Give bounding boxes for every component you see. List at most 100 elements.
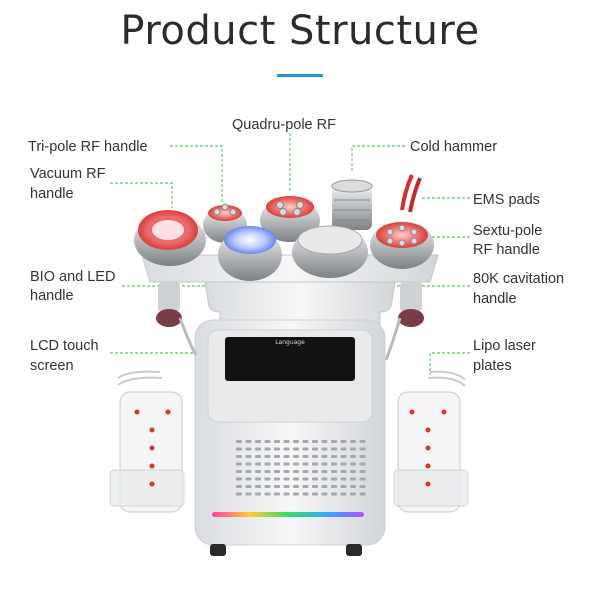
vent-hole: [293, 462, 299, 466]
vent-hole: [340, 447, 347, 451]
vent-hole: [331, 477, 337, 481]
vent-hole: [293, 485, 299, 488]
vent-hole: [302, 485, 309, 488]
vent-hole: [340, 492, 347, 496]
vent-hole: [321, 462, 328, 466]
vent-hole: [321, 470, 328, 473]
vent-hole: [302, 462, 309, 466]
vent-hole: [312, 470, 318, 473]
vent-hole: [350, 462, 356, 466]
label-tri-pole: Tri-pole RF handle: [28, 139, 148, 155]
vent-hole: [302, 455, 309, 458]
label-cold-hammer: Cold hammer: [410, 139, 498, 155]
vent-hole: [293, 455, 299, 458]
vent-hole: [245, 440, 252, 443]
screen-language-title: Language: [275, 339, 305, 346]
vent-hole: [321, 440, 328, 443]
vent-hole: [264, 447, 271, 451]
label-bio-led-line2: handle: [30, 288, 74, 304]
vent-hole: [293, 470, 299, 473]
vent-hole: [293, 477, 299, 481]
vent-hole: [359, 455, 366, 458]
vent-hole: [274, 447, 280, 451]
vent-hole: [302, 447, 309, 451]
vent-hole: [340, 455, 347, 458]
vent-hole: [321, 447, 328, 451]
vent-hole: [283, 447, 290, 451]
vent-hole: [312, 477, 318, 481]
cold-hammer-handle: [331, 179, 373, 230]
vent-hole: [245, 485, 252, 488]
vent-hole: [236, 455, 242, 458]
vent-hole: [245, 462, 252, 466]
vent-hole: [321, 492, 328, 496]
vent-hole: [283, 440, 290, 443]
vent-hole: [331, 492, 337, 496]
title-underline: [277, 74, 323, 77]
vent-hole: [255, 447, 261, 451]
label-cavitation-line1: 80K cavitation: [473, 271, 565, 287]
vent-hole: [283, 477, 290, 481]
vent-hole: [255, 477, 261, 481]
label-lipo-line2: plates: [473, 358, 512, 374]
vent-hole: [340, 485, 347, 488]
vent-hole: [331, 455, 337, 458]
vent-hole: [350, 455, 356, 458]
vent-hole: [312, 485, 318, 488]
vent-hole: [312, 455, 318, 458]
vent-hole: [236, 440, 242, 443]
lcd-touch-screen[interactable]: Language: [225, 337, 355, 381]
led-strip: [212, 512, 364, 517]
label-bio-led-line1: BIO and LED: [30, 269, 116, 285]
vent-hole: [312, 447, 318, 451]
vent-hole: [274, 477, 280, 481]
vent-hole: [312, 492, 318, 496]
label-vacuum-rf-line1: Vacuum RF: [30, 166, 106, 182]
vent-hole: [264, 492, 271, 496]
vent-hole: [359, 470, 366, 473]
vent-hole: [350, 440, 356, 443]
vent-hole: [359, 447, 366, 451]
vent-hole: [331, 485, 337, 488]
vent-hole: [340, 462, 347, 466]
page-title: Product Structure: [120, 8, 480, 54]
vent-hole: [283, 455, 290, 458]
vent-hole: [283, 485, 290, 488]
label-lcd-line1: LCD touch: [30, 338, 99, 354]
vent-hole: [331, 470, 337, 473]
vent-hole: [302, 440, 309, 443]
vent-hole: [331, 440, 337, 443]
vent-hole: [264, 462, 271, 466]
vent-hole: [255, 462, 261, 466]
vent-hole: [245, 492, 252, 496]
label-vacuum-rf-line2: handle: [30, 186, 74, 202]
bio-led-handle: [218, 226, 282, 281]
vent-hole: [255, 470, 261, 473]
vent-hole: [274, 485, 280, 488]
vent-hole: [283, 492, 290, 496]
label-ems-pads: EMS pads: [473, 192, 540, 208]
vent-hole: [274, 462, 280, 466]
label-cavitation-line2: handle: [473, 291, 517, 307]
vent-hole: [340, 470, 347, 473]
label-sextu-pole-line1: Sextu-pole: [473, 223, 543, 239]
vent-hole: [245, 447, 252, 451]
ems-pads: [400, 174, 422, 213]
vent-hole: [293, 440, 299, 443]
vacuum-rf-handle: [134, 210, 206, 266]
vent-hole: [236, 462, 242, 466]
vent-hole: [302, 492, 309, 496]
vent-hole: [264, 470, 271, 473]
vent-hole: [293, 447, 299, 451]
vent-hole: [245, 477, 252, 481]
vent-hole: [264, 455, 271, 458]
vent-hole: [340, 477, 347, 481]
label-quadru-pole: Quadru-pole RF: [232, 117, 336, 133]
vent-hole: [255, 455, 261, 458]
vent-hole: [236, 477, 242, 481]
vent-hole: [350, 477, 356, 481]
sextu-pole-rf-handle: [370, 221, 434, 269]
vent-hole: [274, 470, 280, 473]
lipo-plate-right: [393, 370, 469, 513]
cavitation-handle: [292, 225, 368, 278]
